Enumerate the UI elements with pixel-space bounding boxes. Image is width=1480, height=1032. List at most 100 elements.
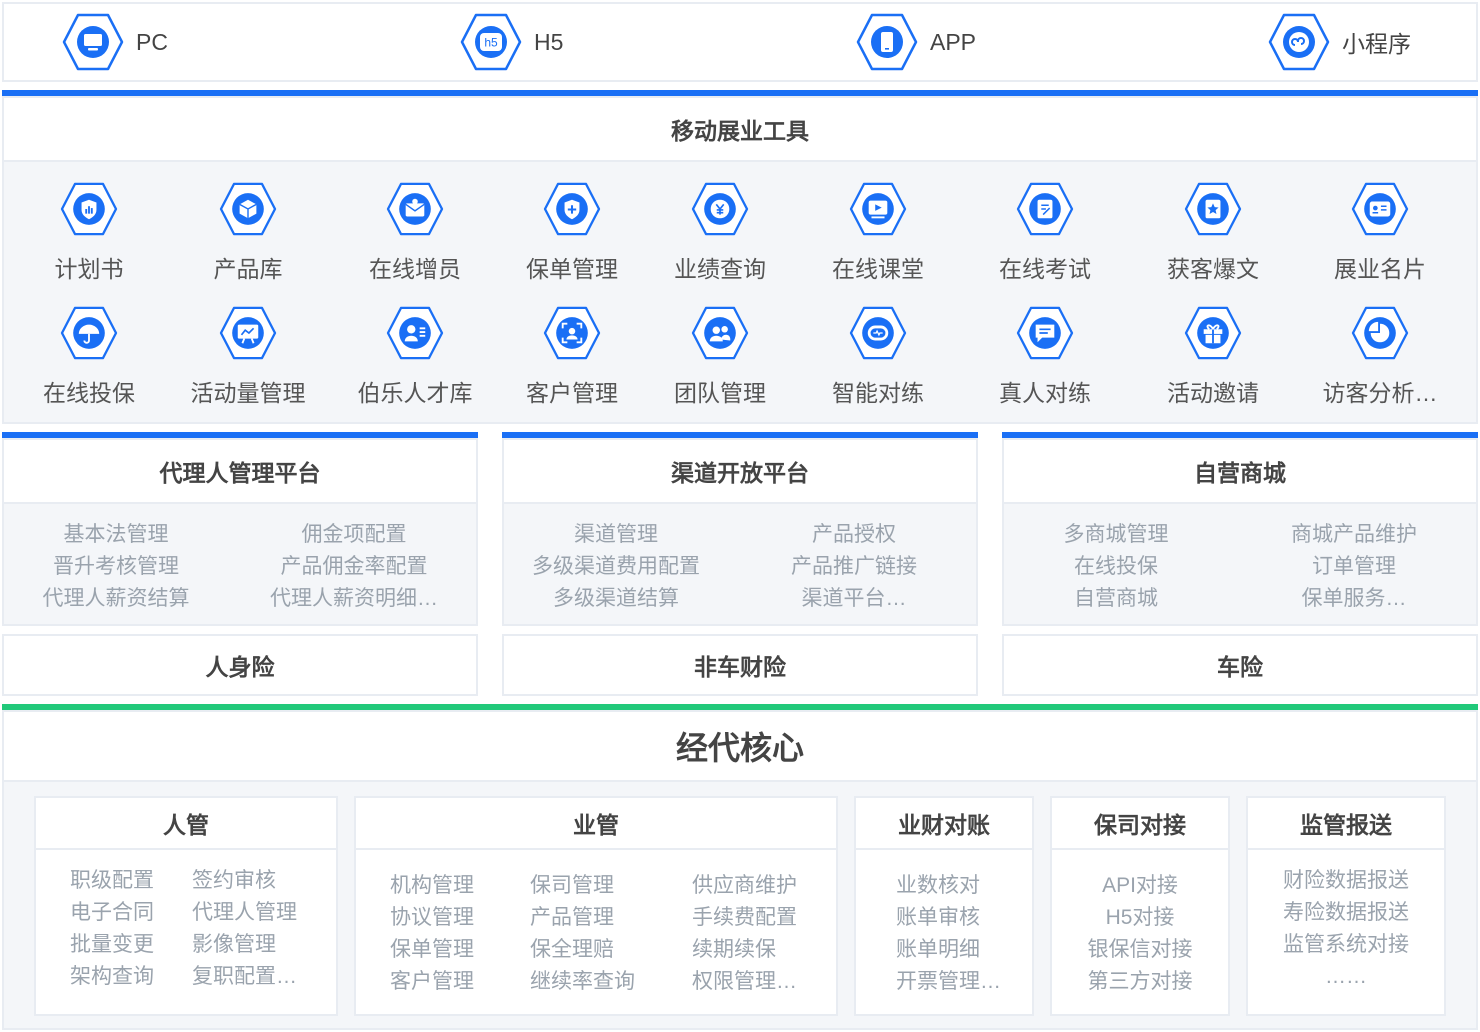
channel-h5[interactable]: h5 H5 [460, 12, 563, 72]
module-item: 架构查询 [70, 965, 154, 988]
tool-item[interactable]: 业绩查询 [640, 182, 800, 284]
edit-doc-icon [1016, 182, 1074, 236]
tool-item[interactable]: 保单管理 [492, 182, 652, 284]
platform-feature: 商城产品维护 [1291, 523, 1417, 546]
tool-label: 在线投保 [43, 380, 135, 406]
module-item: 手续费配置 [692, 906, 797, 929]
module-item: 开票管理… [896, 970, 1001, 993]
channel-app[interactable]: APP [856, 12, 976, 72]
module-item: 电子合同 [70, 901, 154, 924]
module-item: 保司管理 [530, 874, 614, 897]
platform-panel [502, 502, 978, 626]
shield-chart-icon [60, 182, 118, 236]
module-item: 续期续保 [692, 938, 776, 961]
tool-label: 在线增员 [369, 256, 461, 282]
tool-label: 计划书 [54, 256, 124, 282]
phone-icon [856, 13, 918, 71]
platform-accent-bar [1002, 432, 1478, 438]
module-item: 第三方对接 [1087, 970, 1193, 993]
platform-feature: 代理人薪资明细… [270, 587, 438, 610]
module-item: 供应商维护 [692, 874, 797, 897]
tool-item[interactable]: 活动邀请 [1133, 306, 1293, 408]
channel-小程序[interactable]: 小程序 [1268, 12, 1411, 72]
svg-text:h5: h5 [484, 36, 498, 50]
module-item: 账单审核 [896, 906, 980, 929]
module-card [34, 796, 338, 1016]
cube-icon [219, 182, 277, 236]
platform-feature: 产品推广链接 [791, 555, 917, 578]
tool-item[interactable]: 活动量管理 [168, 306, 328, 408]
tool-item[interactable]: 访客分析… [1300, 306, 1460, 408]
module-card [1246, 796, 1446, 1016]
tool-item[interactable]: 产品库 [168, 182, 328, 284]
tool-item[interactable]: 获客爆文 [1133, 182, 1293, 284]
platform-feature: 渠道管理 [574, 523, 658, 546]
insurance-box [502, 634, 978, 696]
module-item: …… [1325, 965, 1367, 988]
core-title: 经代核心 [675, 730, 804, 766]
module-item: 保单管理 [390, 938, 474, 961]
tool-item[interactable]: 在线课堂 [798, 182, 958, 284]
tool-item[interactable]: 展业名片 [1300, 182, 1460, 284]
tool-item[interactable]: 智能对练 [798, 306, 958, 408]
channel-label: PC [136, 28, 168, 55]
platform-feature: 保单服务… [1301, 587, 1407, 610]
tool-item[interactable]: 计划书 [9, 182, 169, 284]
tool-label: 展业名片 [1334, 256, 1426, 282]
module-item: 业数核对 [896, 874, 980, 897]
module-divider [1052, 848, 1228, 850]
mobile-tools-accent-bar [2, 90, 1478, 96]
insurance-box [1002, 634, 1478, 696]
platform-feature: 晋升考核管理 [53, 555, 179, 578]
tool-label: 在线考试 [999, 256, 1091, 282]
tool-label: 伯乐人才库 [357, 380, 473, 406]
module-title: 业财对账 [898, 812, 990, 838]
module-divider [356, 848, 836, 850]
umbrella-icon [60, 306, 118, 360]
tool-item[interactable]: 客户管理 [492, 306, 652, 408]
platform-feature: 多级渠道费用配置 [532, 555, 700, 578]
module-item: 财险数据报送 [1283, 869, 1409, 892]
scan-person-icon [543, 306, 601, 360]
tool-label: 业绩查询 [674, 256, 766, 282]
tool-item[interactable]: 伯乐人才库 [335, 306, 495, 408]
module-item: 保全理赔 [530, 938, 614, 961]
channel-bar [2, 2, 1478, 82]
tool-item[interactable]: 在线投保 [9, 306, 169, 408]
mini-program-icon [1268, 13, 1330, 71]
tool-label: 智能对练 [832, 380, 924, 406]
tool-label: 访客分析… [1322, 380, 1438, 406]
module-item: 签约审核 [192, 869, 276, 892]
platform-feature: 产品佣金率配置 [280, 555, 428, 578]
insurance-box [2, 634, 478, 696]
core-accent-bar [2, 704, 1478, 710]
platform-feature: 产品授权 [812, 523, 896, 546]
platform-accent-bar [2, 432, 478, 438]
tool-item[interactable]: 在线考试 [965, 182, 1125, 284]
module-item: 权限管理… [692, 970, 797, 993]
play-icon [849, 182, 907, 236]
channel-label: H5 [534, 28, 564, 55]
tool-label: 活动量管理 [190, 380, 306, 406]
monitor-icon [62, 13, 124, 71]
platform-feature: 基本法管理 [63, 523, 169, 546]
platform-title: 渠道开放平台 [671, 460, 809, 486]
tool-item[interactable]: 真人对练 [965, 306, 1125, 408]
module-item: 影像管理 [192, 933, 276, 956]
module-item: 银保信对接 [1087, 938, 1193, 961]
platform-accent-bar [502, 432, 978, 438]
platform-feature: 订单管理 [1312, 555, 1396, 578]
channel-pc[interactable]: PC [62, 12, 168, 72]
module-item: 批量变更 [70, 933, 154, 956]
tool-label: 在线课堂 [832, 256, 924, 282]
platform-feature: 佣金项配置 [301, 523, 407, 546]
star-doc-icon [1184, 182, 1242, 236]
module-title: 业管 [573, 812, 619, 838]
tool-label: 产品库 [213, 256, 283, 282]
h5-icon: h5 [460, 13, 522, 71]
tool-item[interactable]: 在线增员 [335, 182, 495, 284]
platform-feature: 多级渠道结算 [553, 587, 679, 610]
tool-item[interactable]: 团队管理 [640, 306, 800, 408]
platform-feature: 渠道平台… [801, 587, 907, 610]
insurance-label: 车险 [1217, 654, 1263, 680]
